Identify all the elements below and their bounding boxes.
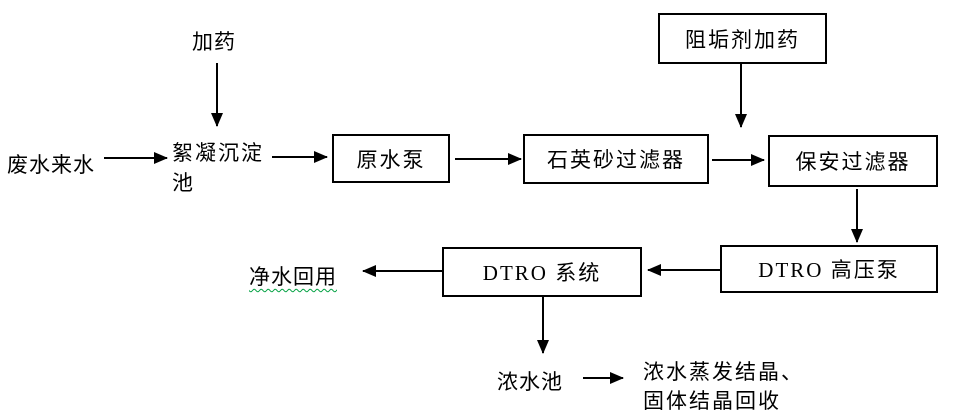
node-antiscalant-dosing: 阻垢剂加药 [658, 13, 827, 64]
label-dosing: 加药 [192, 30, 236, 54]
label-concentrate-tank: 浓水池 [497, 370, 563, 394]
node-dtro-system: DTRO 系统 [442, 247, 642, 297]
label-clean-water-reuse: 净水回用 [249, 265, 337, 289]
node-dtro-high-pressure-pump-label: DTRO 高压泵 [758, 258, 900, 282]
label-concentrate-disposal: 浓水蒸发结晶、 固体结晶回收 [643, 358, 804, 416]
label-concentrate-disposal-line2: 固体结晶回收 [643, 389, 781, 413]
node-antiscalant-dosing-label: 阻垢剂加药 [685, 27, 800, 52]
node-dtro-system-label: DTRO 系统 [482, 261, 602, 285]
node-security-filter: 保安过滤器 [768, 135, 938, 187]
node-raw-water-pump: 原水泵 [332, 134, 450, 183]
label-wastewater-inflow: 废水来水 [7, 153, 95, 177]
label-flocculation-tank-line2: 池 [172, 171, 195, 195]
node-dtro-high-pressure-pump: DTRO 高压泵 [720, 245, 938, 293]
node-quartz-sand-filter: 石英砂过滤器 [523, 134, 709, 184]
node-raw-water-pump-label: 原水泵 [356, 147, 426, 172]
node-quartz-sand-filter-label: 石英砂过滤器 [547, 148, 685, 172]
label-concentrate-disposal-line1: 浓水蒸发结晶、 [643, 360, 804, 384]
label-flocculation-tank: 絮凝沉淀 池 [172, 138, 264, 198]
node-security-filter-label: 保安过滤器 [795, 150, 911, 174]
label-flocculation-tank-line1: 絮凝沉淀 [172, 141, 264, 165]
